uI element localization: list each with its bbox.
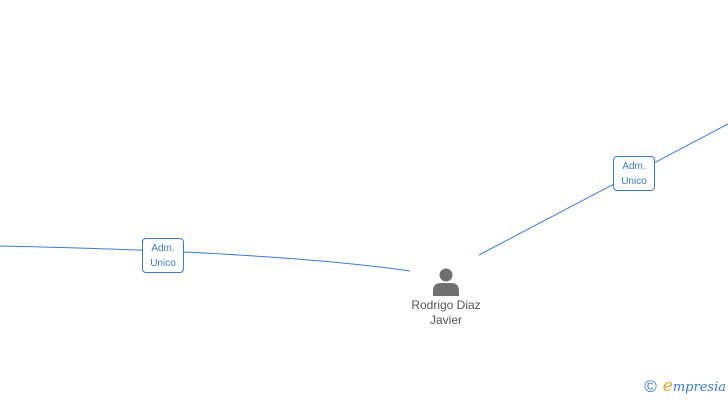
person-name: Rodrigo Diaz Javier xyxy=(400,298,492,328)
edge-label-right-line1: Adm. xyxy=(622,161,646,172)
brand-logo-initial: e xyxy=(662,376,673,396)
person-icon xyxy=(433,268,459,296)
person-name-line2: Javier xyxy=(429,313,462,327)
person-node[interactable]: Rodrigo Diaz Javier xyxy=(400,266,492,328)
brand-watermark: © empresia xyxy=(644,376,726,396)
brand-logo: empresia xyxy=(663,376,726,396)
edge-label-left-line2: Unico xyxy=(150,258,176,269)
person-name-line1: Rodrigo Diaz xyxy=(411,298,481,312)
edge-line-right xyxy=(478,123,728,256)
edge-line-left xyxy=(0,245,411,272)
edge-label-left: Adm. Unico xyxy=(142,238,184,273)
edge-label-right: Adm. Unico xyxy=(613,156,655,191)
brand-logo-text: mpresia xyxy=(672,380,726,395)
edge-label-right-line2: Unico xyxy=(621,176,647,187)
edge-label-left-line1: Adm. xyxy=(151,243,175,254)
copyright-icon: © xyxy=(644,376,657,396)
